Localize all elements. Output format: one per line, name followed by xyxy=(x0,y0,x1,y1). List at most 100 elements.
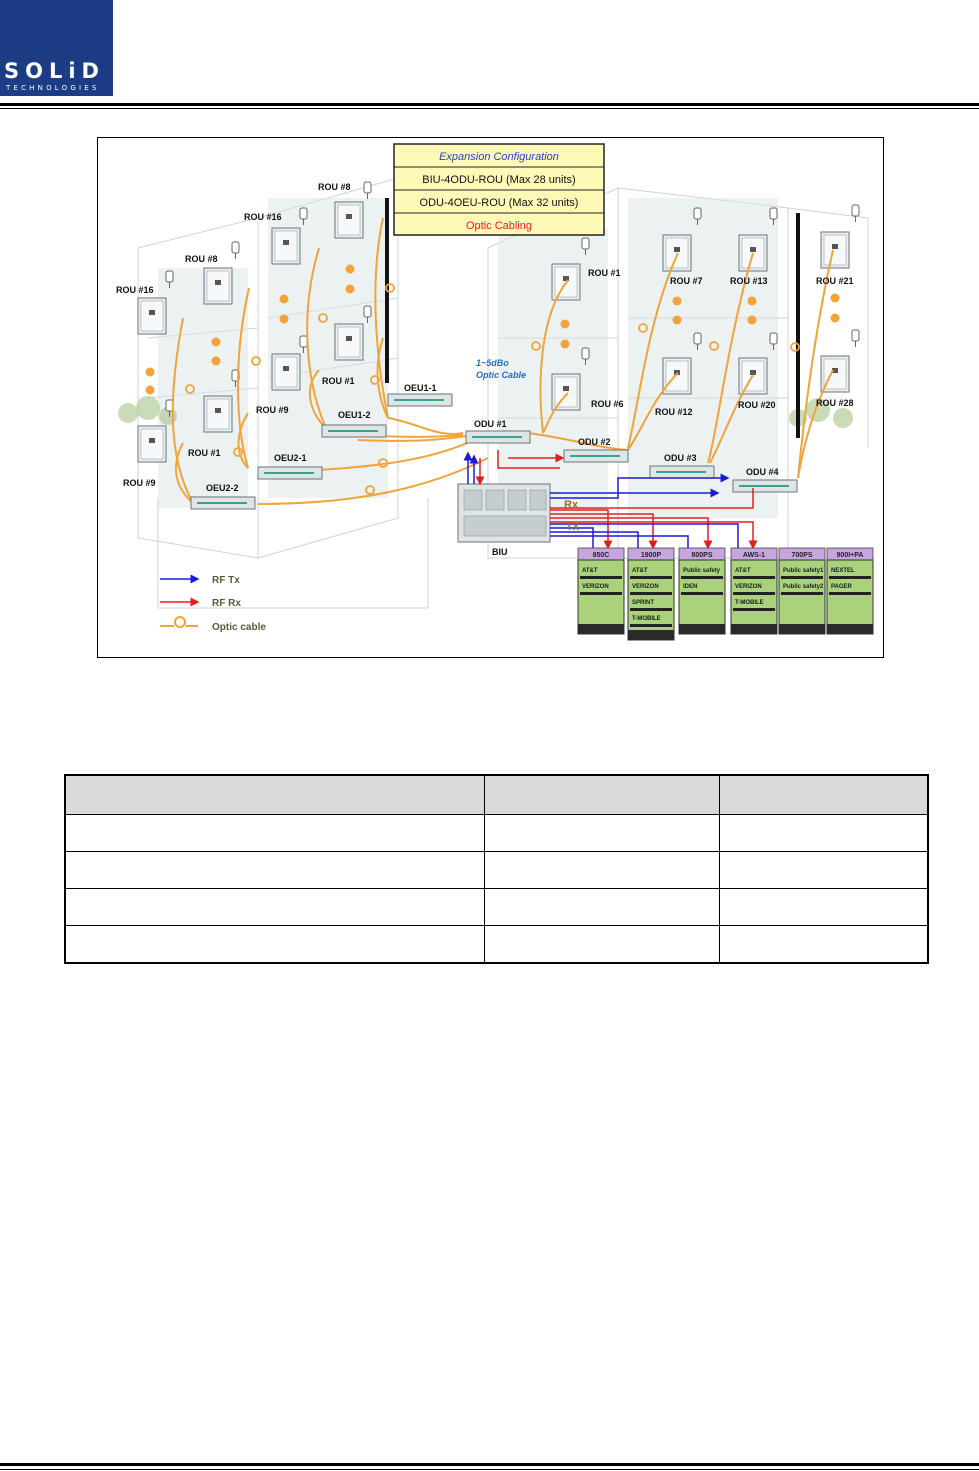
band-carrier: PAGER xyxy=(831,584,853,590)
band-slot xyxy=(580,592,622,595)
band-name: 800PS xyxy=(691,552,712,559)
band-slot xyxy=(733,592,775,595)
band-carrier: VERIZON xyxy=(735,584,762,590)
band-slot xyxy=(681,576,723,579)
band-name: 1900P xyxy=(641,552,662,559)
label-cable-loss: 1~5dBo xyxy=(476,358,509,368)
label-rou7: ROU #7 xyxy=(670,276,703,286)
band-slot xyxy=(630,576,672,579)
table-cell xyxy=(64,851,485,889)
label-rou28: ROU #28 xyxy=(816,398,854,408)
table-cell xyxy=(719,851,929,889)
table-header-cell xyxy=(484,774,720,815)
config-title: Expansion Configuration xyxy=(439,151,559,163)
band-rack xyxy=(730,559,778,635)
label-rou13: ROU #13 xyxy=(730,276,768,286)
band-rack xyxy=(577,559,625,635)
band-name: AWS-1 xyxy=(743,552,765,559)
table-cell xyxy=(64,814,485,852)
table-header-cell xyxy=(64,774,485,815)
band-carrier: Public safety1 xyxy=(783,568,824,574)
header-rule-thin xyxy=(0,108,979,109)
band-rack-base xyxy=(628,630,674,640)
table-cell xyxy=(719,925,929,964)
band-slot xyxy=(733,608,775,611)
band-rack-base xyxy=(827,624,873,634)
label-rou9-b: ROU #9 xyxy=(123,478,156,488)
footer-rule-thick xyxy=(0,1463,979,1466)
band-carrier: VERIZON xyxy=(582,584,609,590)
label-tx: Tx xyxy=(566,521,580,533)
band-slot xyxy=(630,608,672,611)
label-oeu1-2: OEU1-2 xyxy=(338,410,371,420)
label-rou8-left: ROU #8 xyxy=(185,254,218,264)
logo-text: SOLiD xyxy=(4,59,105,83)
label-oeu2-1: OEU2-1 xyxy=(274,453,307,463)
label-odu2: ODU #2 xyxy=(578,437,611,447)
label-odu3: ODU #3 xyxy=(664,453,697,463)
table-cell xyxy=(484,888,720,926)
band-slot xyxy=(681,592,723,595)
legend-optic-cable: Optic cable xyxy=(212,622,266,633)
band-carrier: Public safety2 xyxy=(783,584,824,590)
band-slot xyxy=(733,576,775,579)
label-oeu2-2: OEU2-2 xyxy=(206,483,239,493)
label-optic-cable: Optic Cable xyxy=(476,370,526,380)
company-logo: SOLiD TECHNOLOGIES xyxy=(0,0,113,96)
band-rack xyxy=(778,559,826,635)
config-row-3: Optic Cabling xyxy=(466,220,532,232)
table-cell xyxy=(719,814,929,852)
label-oeu1-1: OEU1-1 xyxy=(404,383,437,393)
table-header-cell xyxy=(719,774,929,815)
label-rx: Rx xyxy=(564,499,579,511)
label-rou9-a: ROU #9 xyxy=(256,405,289,415)
table-cell xyxy=(484,851,720,889)
band-slot xyxy=(580,576,622,579)
band-rack-base xyxy=(731,624,777,634)
label-rou1-right: ROU #1 xyxy=(588,268,621,278)
config-row-2: ODU-4OEU-ROU (Max 32 units) xyxy=(420,197,579,209)
band-name: 700PS xyxy=(791,552,812,559)
table-cell xyxy=(64,888,485,926)
label-odu4: ODU #4 xyxy=(746,467,779,477)
legend-rf-rx: RF Rx xyxy=(212,598,241,609)
band-carrier: T-MOBILE xyxy=(735,600,764,606)
band-carrier: Public safety xyxy=(683,568,721,574)
label-rou16-mid: ROU #16 xyxy=(244,212,282,222)
logo-subtext: TECHNOLOGIES xyxy=(6,84,100,92)
band-rack-base xyxy=(578,624,624,634)
band-carrier: AT&T xyxy=(735,568,751,574)
legend-rf-tx: RF Tx xyxy=(212,575,240,586)
label-rou1-a: ROU #1 xyxy=(322,376,355,386)
band-rack-base xyxy=(679,624,725,634)
config-row-1: BIU-4ODU-ROU (Max 28 units) xyxy=(422,174,575,186)
band-carrier: IDEN xyxy=(683,584,697,590)
band-name: 900I+PA xyxy=(837,552,864,559)
label-rou20: ROU #20 xyxy=(738,400,776,410)
table-row xyxy=(64,925,929,964)
table-cell xyxy=(484,925,720,964)
label-rou16-left: ROU #16 xyxy=(116,285,154,295)
band-rack-base xyxy=(779,624,825,634)
spec-table xyxy=(64,774,929,964)
band-slot xyxy=(829,576,871,579)
table-cell xyxy=(484,814,720,852)
table-row xyxy=(64,851,929,889)
band-carrier: VERIZON xyxy=(632,584,659,590)
label-rou21: ROU #21 xyxy=(816,276,854,286)
band-slot xyxy=(829,592,871,595)
header-rule-thick xyxy=(0,103,979,106)
footer-rule-thin xyxy=(0,1469,979,1470)
band-name: 850C xyxy=(593,552,610,559)
label-rou1-b: ROU #1 xyxy=(188,448,221,458)
band-carrier: AT&T xyxy=(582,568,598,574)
table-row xyxy=(64,888,929,926)
table-row xyxy=(64,814,929,852)
label-rou8-top: ROU #8 xyxy=(318,182,351,192)
band-carrier: AT&T xyxy=(632,568,648,574)
band-carrier: NEXTEL xyxy=(831,568,855,574)
table-cell xyxy=(719,888,929,926)
band-slot xyxy=(781,592,823,595)
label-rou12: ROU #12 xyxy=(655,407,693,417)
